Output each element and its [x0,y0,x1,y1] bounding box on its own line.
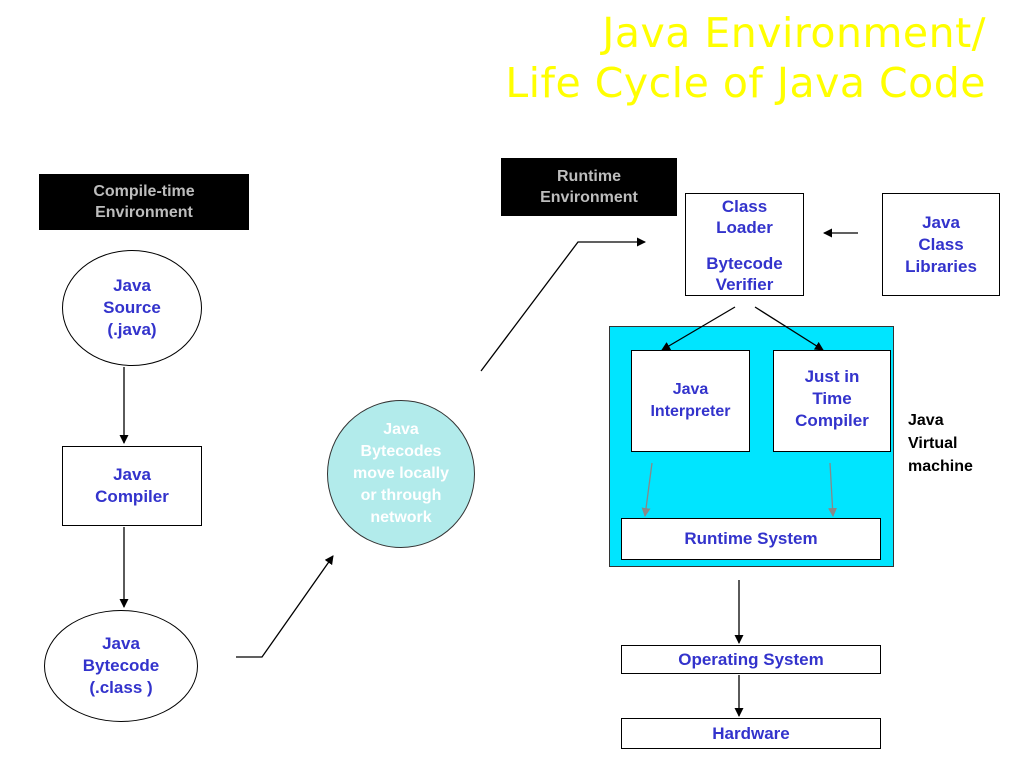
jvm-label: Java Virtual machine [908,412,973,475]
class-loader-node: Class Loader Bytecode Verifier [685,193,804,296]
compile-time-environment-label: Compile-time Environment [39,174,249,230]
hardware-node: Hardware [621,718,881,749]
arrow-network-to-runtime [480,237,646,372]
java-bytecode-node: Java Bytecode (.class ) [44,610,198,722]
runtime-environment-label: Runtime Environment [501,158,677,216]
java-compiler-node: Java Compiler [62,446,202,526]
operating-system-node: Operating System [621,645,881,674]
jit-compiler-node: Just in Time Compiler [773,350,891,452]
title-line-2: Life Cycle of Java Code [505,59,986,107]
page-title: Java Environment/ Life Cycle of Java Cod… [505,8,986,108]
arrow-bytecode-to-network [236,555,334,658]
arrow-loader-to-jit [754,306,824,351]
arrow-interpreter-to-runtime-system [641,462,653,517]
java-class-libraries-node: Java Class Libraries [882,193,1000,296]
bytecodes-transfer-node: Java Bytecodes move locally or through n… [327,400,475,548]
title-line-1: Java Environment/ [602,9,986,57]
arrow-loader-to-interpreter [661,306,736,351]
java-interpreter-node: Java Interpreter [631,350,750,452]
java-source-node: Java Source (.java) [62,250,202,366]
runtime-system-node: Runtime System [621,518,881,560]
arrow-jit-to-runtime-system [828,462,838,517]
